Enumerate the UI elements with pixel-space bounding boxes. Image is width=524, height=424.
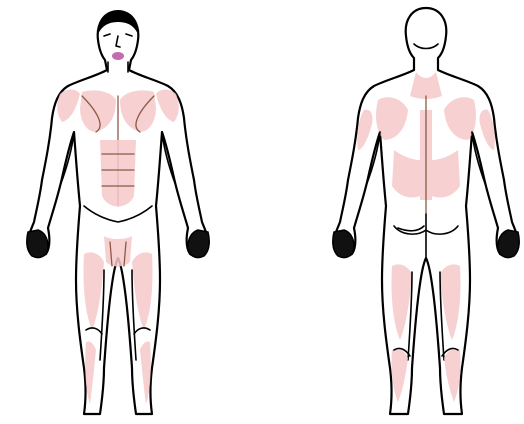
human-body-front-icon	[0, 0, 262, 424]
human-body-back-icon	[262, 0, 524, 424]
human-body-back-figure	[262, 0, 524, 424]
human-body-front-figure	[0, 0, 262, 424]
